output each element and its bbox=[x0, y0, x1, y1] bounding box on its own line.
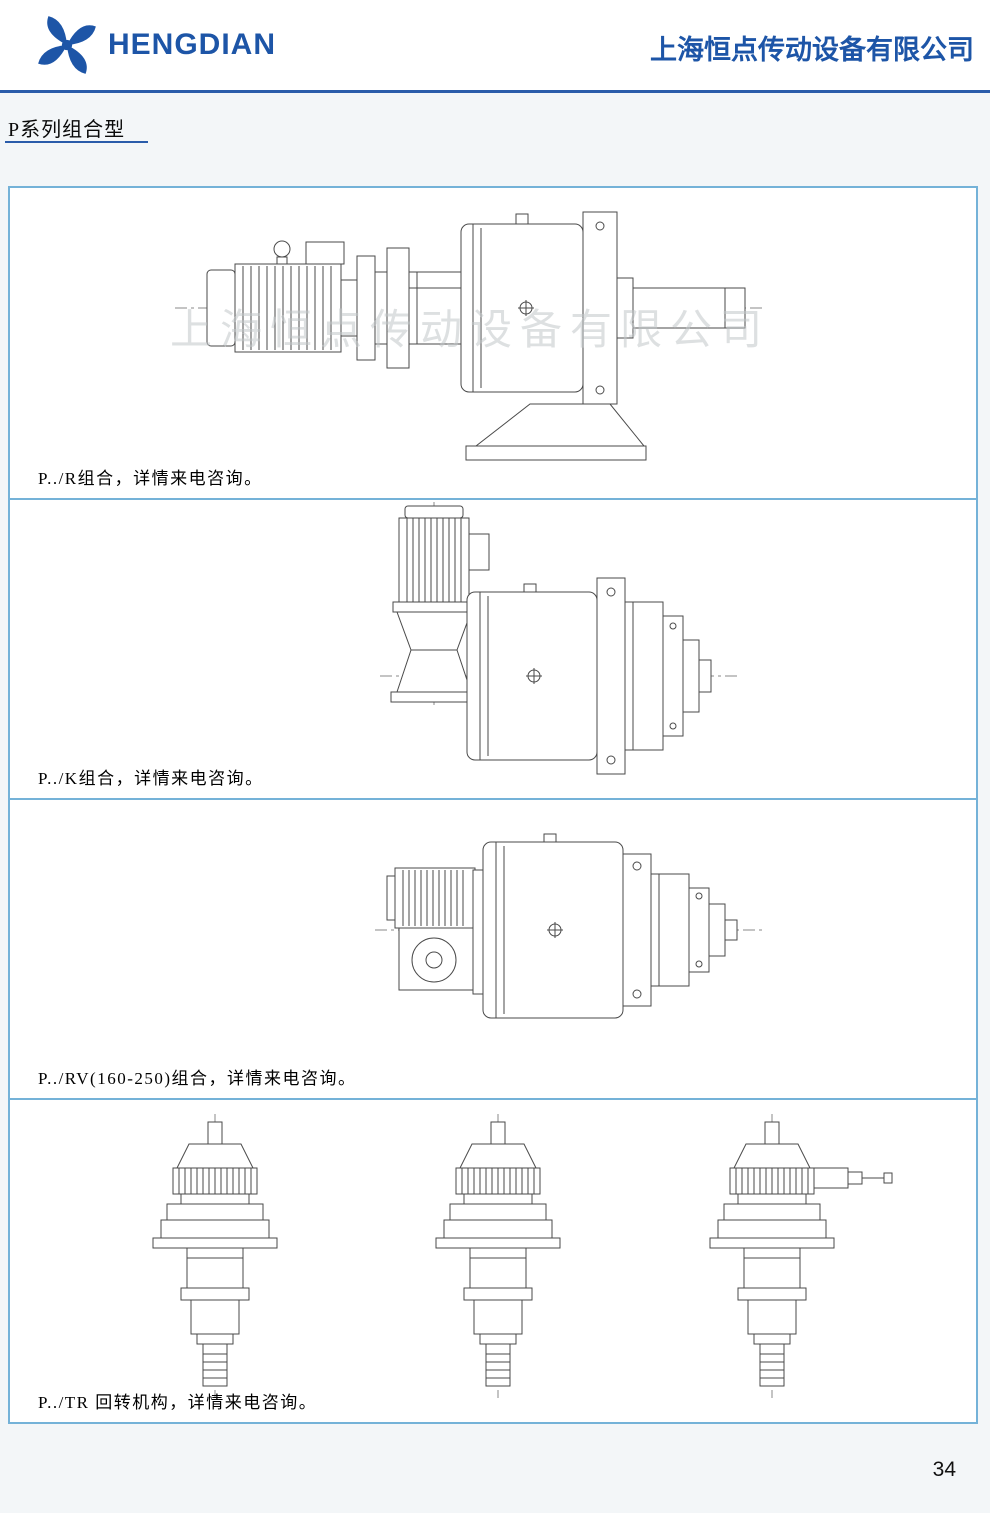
page-header: HENGDIAN 上海恒点传动设备有限公司 bbox=[0, 0, 990, 93]
bevel-gear-stage bbox=[390, 601, 478, 703]
panel-caption: P../R组合，详情来电咨询。 bbox=[38, 469, 263, 488]
panel-caption: P../K组合，详情来电咨询。 bbox=[38, 769, 264, 788]
output-shaft bbox=[632, 287, 746, 329]
planetary-gear-unit bbox=[482, 833, 624, 1019]
slewing-unit-1 bbox=[152, 1113, 278, 1399]
output-flange-assembly bbox=[596, 577, 712, 775]
panel-caption: P../RV(160-250)组合，详情来电咨询。 bbox=[38, 1069, 357, 1088]
gearmotor-r-combination-drawing bbox=[175, 211, 765, 461]
pinwheel-logo-icon bbox=[38, 16, 96, 74]
vertical-electric-motor bbox=[398, 505, 490, 603]
section-title: P系列组合型 bbox=[8, 119, 126, 141]
company-name: 上海恒点传动设备有限公司 bbox=[650, 35, 974, 65]
input-adapter bbox=[340, 247, 462, 369]
planetary-gear-unit bbox=[460, 213, 584, 393]
mounting-pedestal bbox=[465, 403, 647, 461]
output-flange bbox=[582, 211, 634, 405]
worm-gearmotor bbox=[386, 867, 484, 995]
section-title-underline bbox=[5, 141, 148, 143]
slewing-unit-3 bbox=[709, 1113, 835, 1399]
panel-caption: P../TR 回转机构，详情来电咨询。 bbox=[38, 1393, 318, 1412]
panel-ptr-slewing: P../TR 回转机构，详情来电咨询。 bbox=[10, 1100, 976, 1422]
electric-motor bbox=[206, 240, 345, 353]
panel-prv-combination: P../RV(160-250)组合，详情来电咨询。 bbox=[10, 800, 976, 1100]
brand-name: HENGDIAN bbox=[108, 28, 277, 61]
gearmotor-k-combination-drawing bbox=[380, 502, 740, 775]
panel-pk-combination: P../K组合，详情来电咨询。 bbox=[10, 500, 976, 800]
slewing-drive-tr-drawing bbox=[152, 1113, 893, 1399]
gearmotor-rv-combination-drawing bbox=[375, 833, 765, 1019]
side-motor-attachment bbox=[813, 1167, 893, 1189]
output-flange-assembly bbox=[622, 853, 738, 1007]
slewing-unit-2 bbox=[435, 1113, 561, 1399]
page-number: 34 bbox=[932, 1458, 956, 1481]
panel-pr-combination: 上海恒点传动设备有限公司 P../R组合，详情来电咨询。 bbox=[10, 188, 976, 500]
planetary-gear-unit bbox=[466, 583, 598, 761]
product-panel-group: 上海恒点传动设备有限公司 P../R组合，详情来电咨询。 bbox=[8, 186, 978, 1424]
